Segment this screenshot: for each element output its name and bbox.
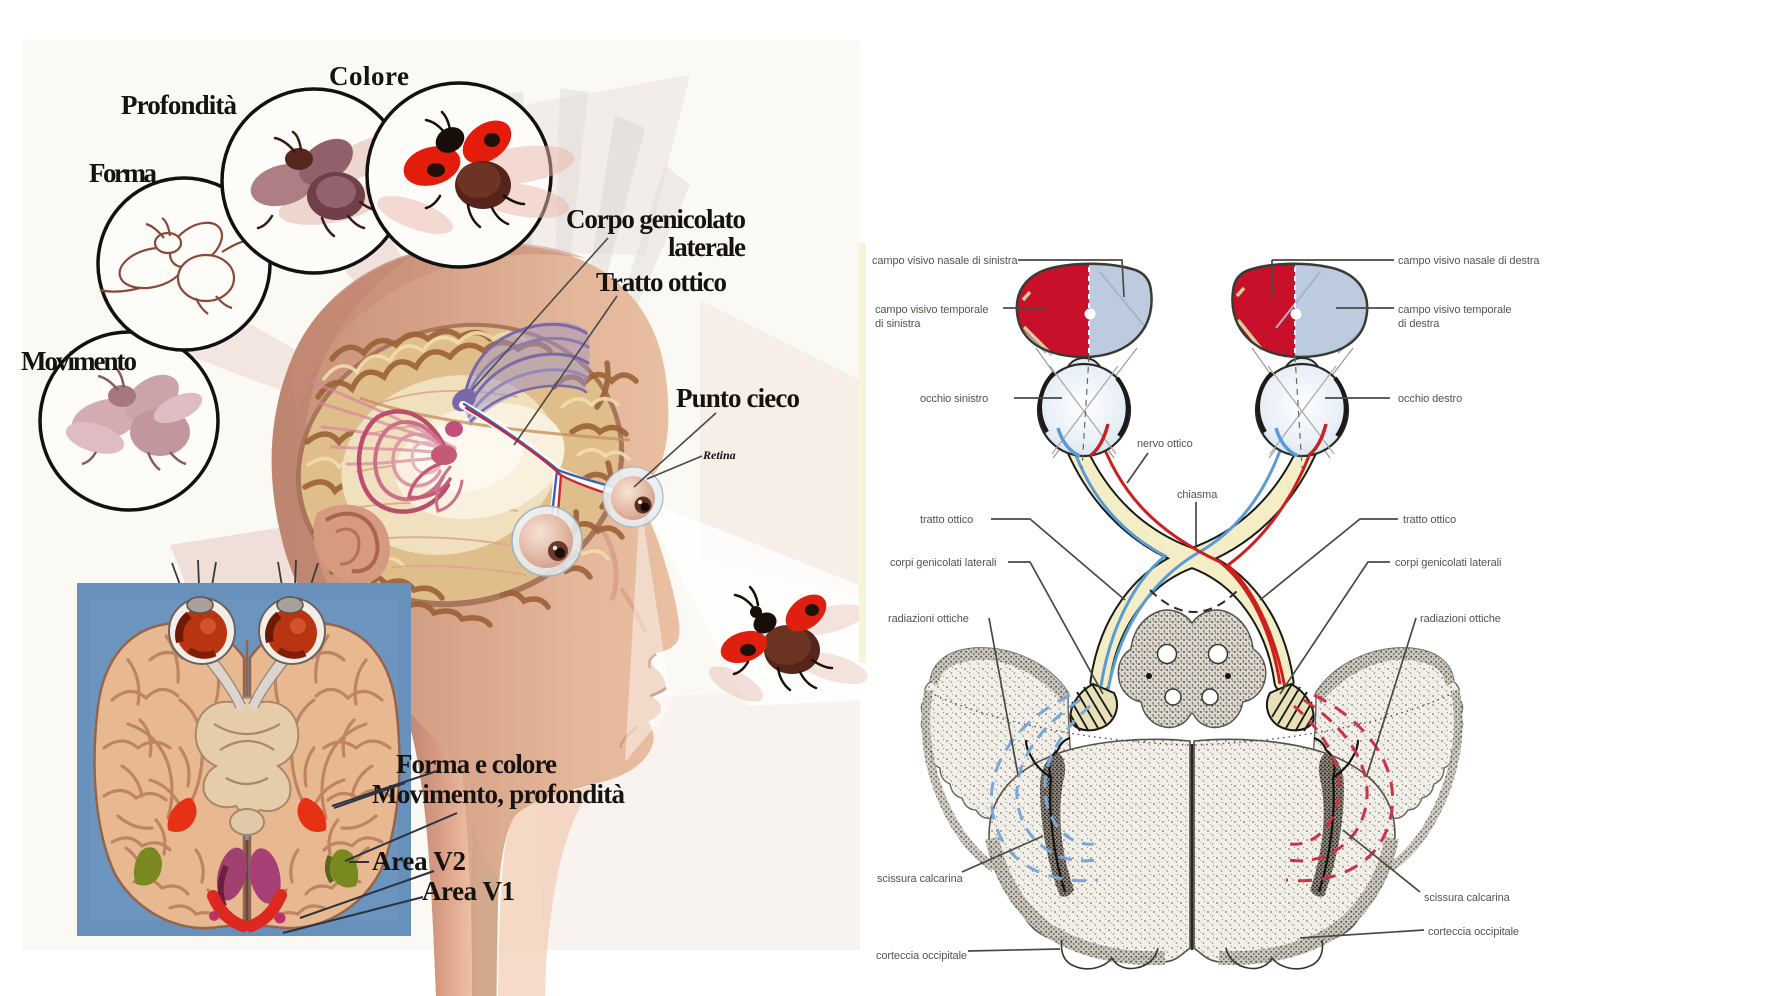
svg-text:Area V2: Area V2	[372, 846, 466, 876]
svg-text:di sinistra: di sinistra	[875, 318, 921, 330]
svg-text:Forma: Forma	[89, 158, 158, 188]
svg-text:corteccia occipitale: corteccia occipitale	[1428, 926, 1519, 938]
svg-text:Profondità: Profondità	[121, 90, 238, 120]
svg-text:tratto ottico: tratto ottico	[1403, 514, 1456, 526]
svg-text:corpi genicolati laterali: corpi genicolati laterali	[890, 557, 996, 569]
svg-text:Tratto ottico: Tratto ottico	[596, 267, 727, 297]
svg-text:campo visivo temporale: campo visivo temporale	[875, 304, 988, 316]
svg-text:Area V1: Area V1	[422, 876, 515, 906]
svg-text:corteccia occipitale: corteccia occipitale	[876, 950, 967, 962]
svg-text:Corpo genicolato: Corpo genicolato	[566, 204, 746, 234]
svg-text:Retina: Retina	[702, 448, 736, 462]
svg-text:Punto cieco: Punto cieco	[676, 383, 800, 413]
svg-text:Movimento, profondità: Movimento, profondità	[372, 779, 626, 809]
svg-text:tratto ottico: tratto ottico	[920, 514, 973, 526]
svg-text:Forma e colore: Forma e colore	[396, 749, 557, 779]
svg-text:campo visivo nasale di sinistr: campo visivo nasale di sinistra	[872, 255, 1018, 267]
svg-text:laterale: laterale	[668, 232, 746, 262]
svg-text:Movimento: Movimento	[21, 346, 137, 376]
svg-text:corpi genicolati laterali: corpi genicolati laterali	[1395, 557, 1501, 569]
svg-text:chiasma: chiasma	[1177, 489, 1218, 501]
svg-text:nervo ottico: nervo ottico	[1137, 438, 1193, 450]
svg-text:occhio destro: occhio destro	[1398, 393, 1462, 405]
svg-text:scissura calcarina: scissura calcarina	[877, 873, 964, 885]
svg-text:di destra: di destra	[1398, 318, 1440, 330]
svg-text:campo visivo nasale di destra: campo visivo nasale di destra	[1398, 255, 1540, 267]
svg-text:occhio sinistro: occhio sinistro	[920, 393, 988, 405]
svg-text:radiazioni ottiche: radiazioni ottiche	[1420, 613, 1501, 625]
svg-text:radiazioni ottiche: radiazioni ottiche	[888, 613, 969, 625]
svg-text:scissura calcarina: scissura calcarina	[1424, 892, 1511, 904]
svg-text:campo visivo temporale: campo visivo temporale	[1398, 304, 1511, 316]
svg-text:Colore: Colore	[329, 61, 409, 91]
